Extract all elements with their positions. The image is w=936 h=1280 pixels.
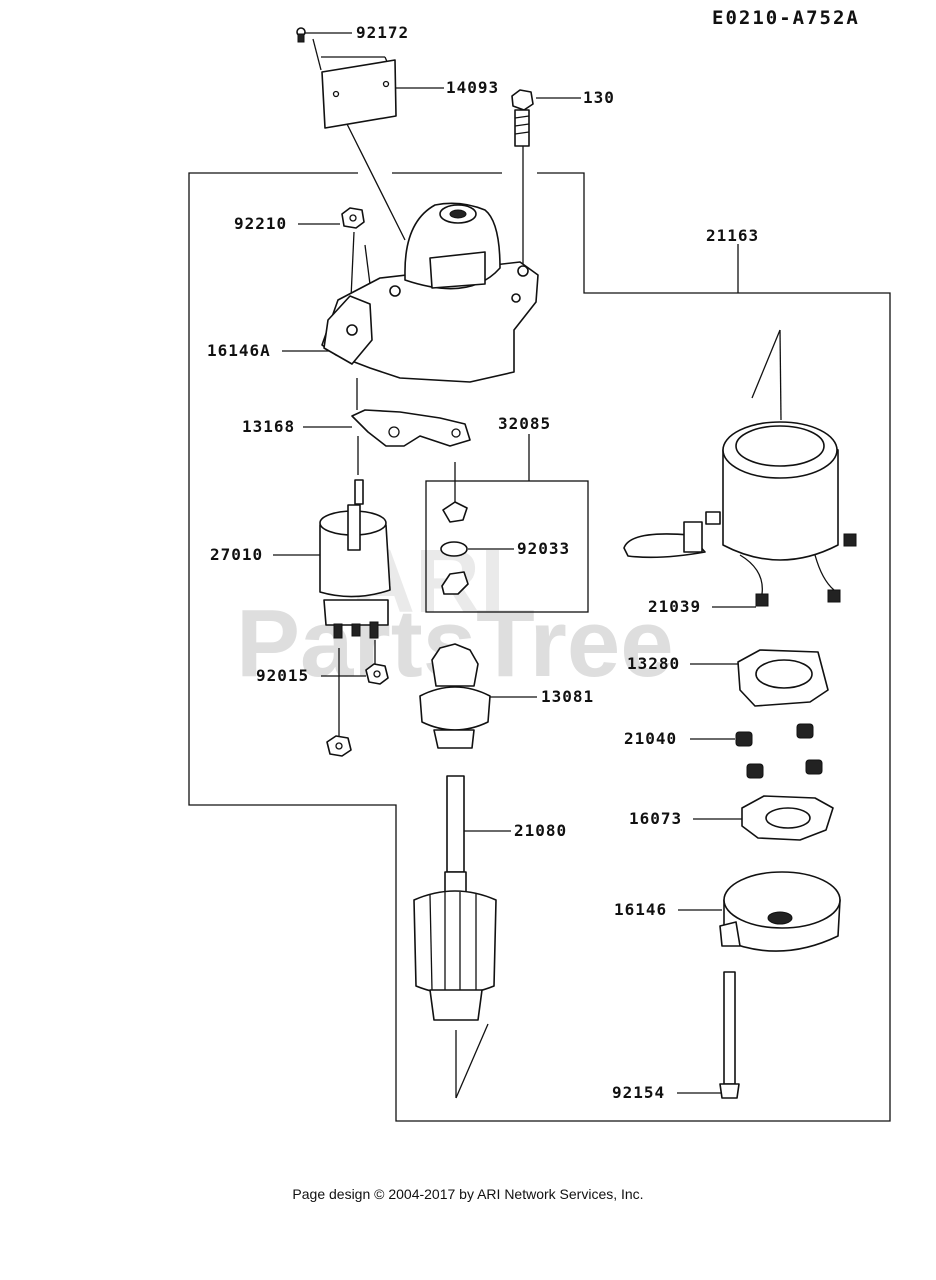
label-16073: 16073 <box>629 809 682 828</box>
label-21040: 21040 <box>624 729 677 748</box>
lever-13168 <box>351 409 471 447</box>
leader-lines <box>273 32 782 1099</box>
yoke-21163 <box>623 421 857 607</box>
kit-32085-box <box>425 480 589 613</box>
bolt-130 <box>511 89 534 147</box>
armature-21080 <box>413 775 497 1021</box>
brush-holder-13280 <box>737 649 829 707</box>
nuts-92015 <box>326 663 389 757</box>
assembly-outline <box>188 172 891 1122</box>
nut-92210 <box>341 207 365 229</box>
plate-16073 <box>741 795 834 841</box>
label-32085: 32085 <box>498 414 551 433</box>
diagram-code: E0210-A752A <box>712 7 860 29</box>
label-21039: 21039 <box>648 597 701 616</box>
page-footer: Page design © 2004-2017 by ARI Network S… <box>292 1186 644 1202</box>
label-92154: 92154 <box>612 1083 665 1102</box>
part-labels: 92172 14093 130 92210 21163 16146A 13168… <box>207 23 759 1102</box>
label-92172: 92172 <box>356 23 409 42</box>
label-92210: 92210 <box>234 214 287 233</box>
label-92015: 92015 <box>256 666 309 685</box>
label-92033: 92033 <box>517 539 570 558</box>
label-130: 130 <box>583 88 615 107</box>
label-27010: 27010 <box>210 545 263 564</box>
rear-cover-16146 <box>719 871 841 952</box>
bolt-92154 <box>719 971 740 1099</box>
pinion-13081 <box>419 643 491 749</box>
label-13168: 13168 <box>242 417 295 436</box>
housing-16146A <box>321 202 539 383</box>
label-16146A: 16146A <box>207 341 271 360</box>
label-21080: 21080 <box>514 821 567 840</box>
screw-92172 <box>296 27 306 43</box>
label-21163: 21163 <box>706 226 759 245</box>
solenoid-27010 <box>319 479 391 639</box>
label-13280: 13280 <box>627 654 680 673</box>
kit-32085-parts <box>440 501 469 595</box>
label-13081: 13081 <box>541 687 594 706</box>
label-16146: 16146 <box>614 900 667 919</box>
springs-21040 <box>735 723 823 779</box>
plate-14093 <box>321 59 397 129</box>
label-14093: 14093 <box>446 78 499 97</box>
